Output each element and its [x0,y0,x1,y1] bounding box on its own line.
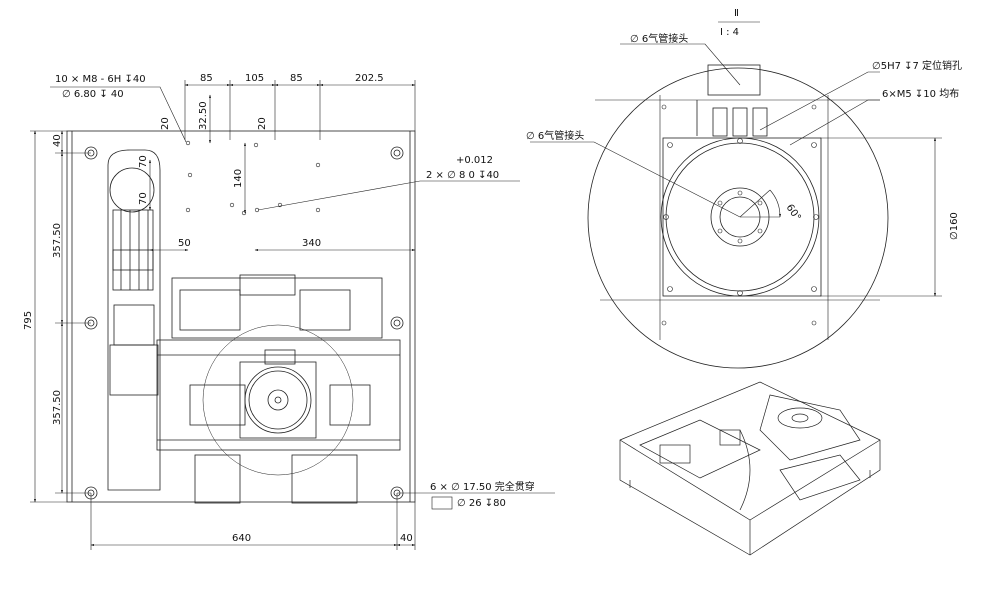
iso-base-outline [619,381,881,556]
plan-dimensions [30,80,555,550]
angle-60: 60° [784,202,803,223]
dim-105: 105 [245,73,264,84]
label-pin-hole: ∅5H7 ↧7 定位销孔 [872,59,962,72]
pin-callout-tol: +0.012 [456,155,493,166]
thread-callout-line1: 10 × M8 - 6H ↧40 [55,74,146,85]
dim-795: 795 [23,311,34,330]
valve-manifold [112,209,154,291]
dim-40-left: 40 [52,134,63,147]
detail-marker: Ⅱ [734,8,739,19]
detail-view [530,21,942,369]
iso-upper-stage [759,394,861,461]
iso-rotary [777,407,823,429]
dim-20b: 20 [257,117,268,130]
dim-70b: 70 [138,192,149,205]
dim-40-bottom: 40 [400,533,413,544]
detail-boundary [587,67,889,369]
through-callout-line2: ∅ 26 ↧80 [457,498,506,509]
dim-85b: 85 [290,73,303,84]
air-fittings [696,64,768,137]
dim-202-5: 202.5 [355,73,384,84]
rotary-table [244,366,312,434]
detail-labels: Ⅱ Ⅰ : 4 ∅ 6气管接头 ∅5H7 ↧7 定位销孔 6×M5 ↧10 均布… [526,8,962,240]
flange-bolts [661,104,819,326]
iso-chain [639,419,761,479]
dim-640: 640 [232,533,251,544]
bottom-bracket-left [194,454,241,504]
dim-85a: 85 [200,73,213,84]
dim-32-50: 32.50 [198,101,209,130]
rotary-housing [239,361,317,439]
label-thread-holes: 6×M5 ↧10 均布 [882,88,959,100]
y-stage-carriage [156,339,401,451]
label-air-fitting-top: ∅ 6气管接头 [630,32,688,45]
plan-labels: 10 × M8 - 6H ↧40 ∅ 6.80 ↧ 40 85 105 85 2… [23,73,535,544]
chain-bracket [113,304,155,346]
chain-pivot [109,167,155,213]
base-plate-outline [66,130,416,503]
dim-357-50b: 357.50 [52,390,63,425]
cable-chain-slot [107,149,161,491]
bottom-bracket-right [291,454,358,504]
through-callout-line1: 6 × ∅ 17.50 完全贯穿 [430,480,535,493]
plan-view [66,130,416,504]
rotary-fittings [264,349,296,365]
rotary-envelope [202,324,354,476]
label-air-fitting-left: ∅ 6气管接头 [526,129,584,142]
chain-mount [109,344,159,396]
x-stage-carriage [171,277,383,339]
thread-callout-line2: ∅ 6.80 ↧ 40 [62,89,124,100]
iso-lower-stage [779,454,861,501]
dim-357-50a: 357.50 [52,223,63,258]
dim-340: 340 [302,238,321,249]
detail-scale: Ⅰ : 4 [720,27,739,38]
dim-50: 50 [178,238,191,249]
pin-callout-line2: 2 × ∅ 8 0 ↧40 [426,170,499,181]
isometric-view [619,381,881,556]
dim-dia-160: ∅160 [949,212,960,240]
dim-140: 140 [233,169,244,188]
mounting-holes [84,146,404,500]
dim-70a: 70 [138,155,149,168]
dim-20a: 20 [160,117,171,130]
rotary-disk-outer [660,137,820,297]
threaded-holes [185,140,321,216]
